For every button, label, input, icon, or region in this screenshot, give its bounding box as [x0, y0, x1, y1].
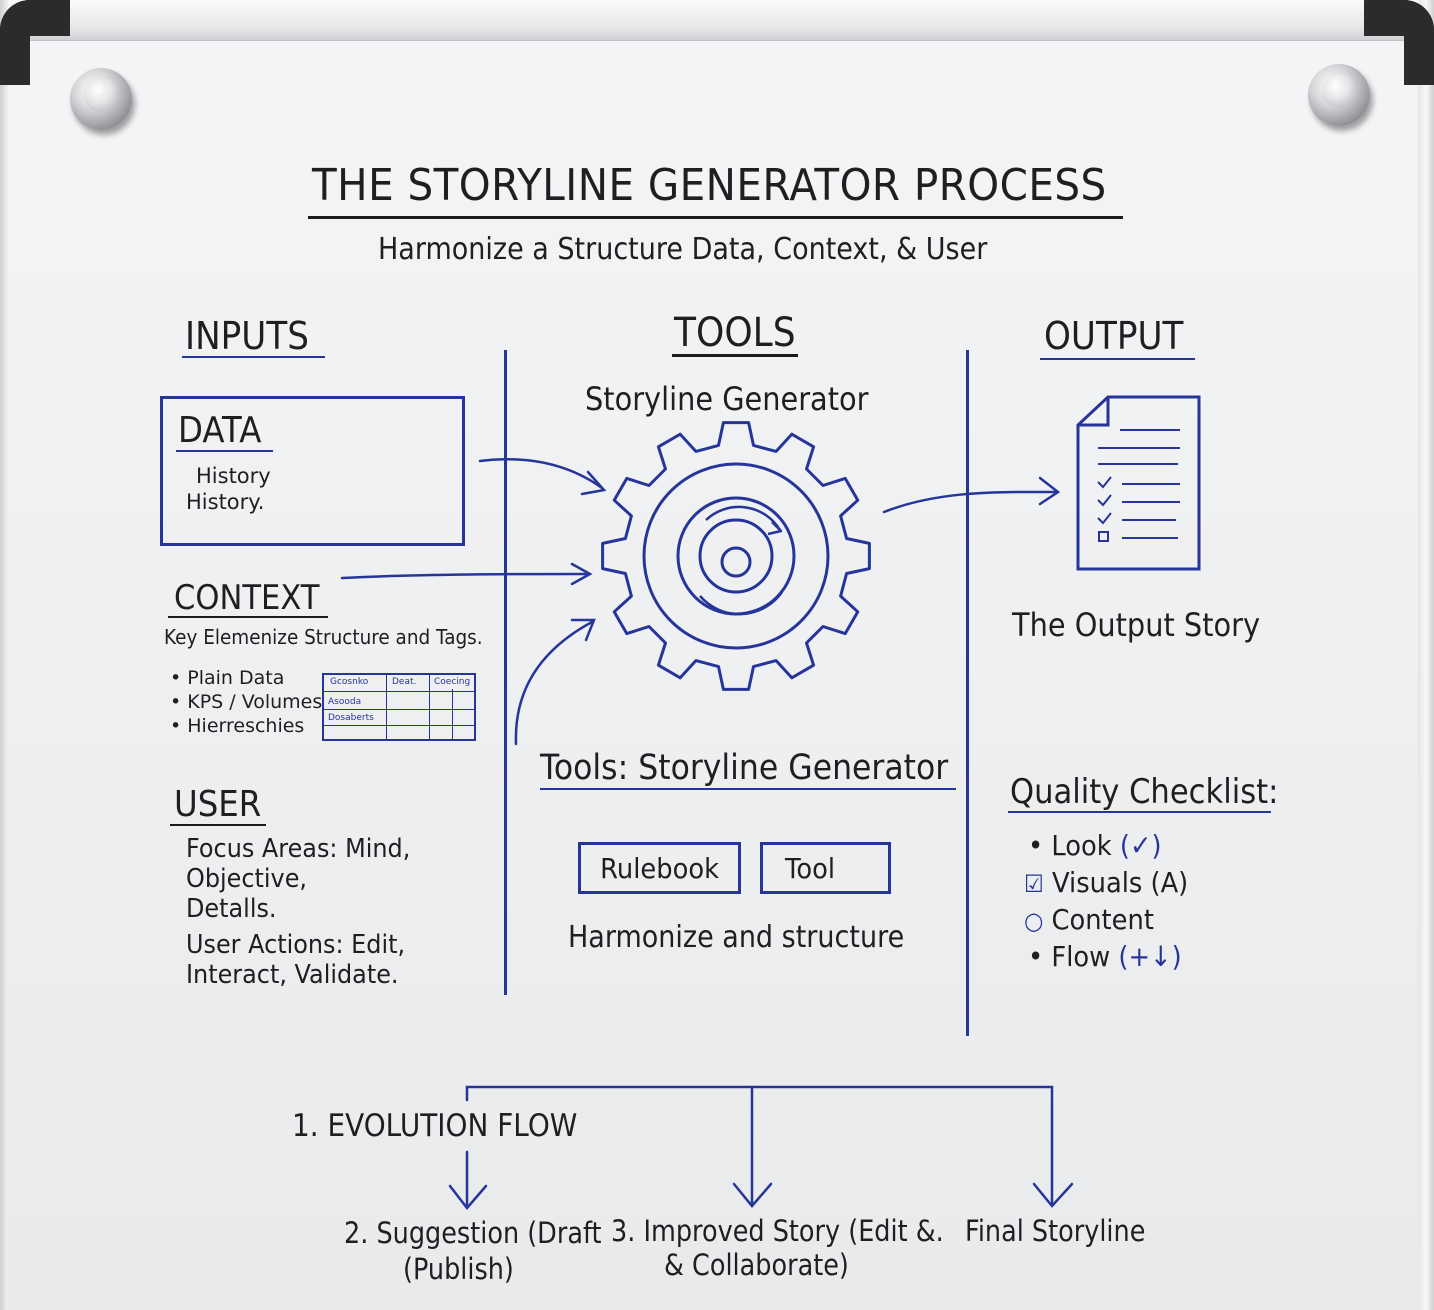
checklist-note-flow: (+↓): [1118, 940, 1182, 973]
mounting-peg-right: [1308, 64, 1370, 126]
data-line-2: History.: [186, 490, 265, 514]
tool-button[interactable]: Tool: [760, 842, 891, 894]
context-bullet-2-text: KPS / Volumes: [187, 691, 323, 713]
arrow-icon: [340, 458, 1061, 746]
mini-table-row-2: Dosaberts: [328, 713, 374, 723]
evolution-step3-line1: 3. Improved Story (Edit &.: [611, 1214, 944, 1248]
page-title: THE STORYLINE GENERATOR PROCESS: [312, 160, 1107, 211]
context-bullet-1: • Plain Data: [170, 667, 285, 689]
tools-label-top: Storyline Generator: [585, 380, 869, 418]
data-heading: DATA: [178, 410, 262, 451]
tools-label-bottom: Tools: Storyline Generator: [540, 748, 949, 788]
user-action-line-2: Interact, Validate.: [186, 960, 399, 990]
context-bullet-3-text: Hierreschies: [187, 715, 305, 737]
data-line-1: History: [196, 464, 271, 488]
tool-button-label: Tool: [785, 851, 836, 885]
mini-table-header-3: Coecing: [434, 677, 471, 687]
title-underline: [308, 216, 1123, 219]
checklist-title: Quality Checklist:: [1010, 772, 1279, 812]
output-heading: OUTPUT: [1044, 314, 1184, 358]
evolution-step2-line2: (Publish): [403, 1252, 514, 1286]
data-heading-underline: [176, 450, 273, 452]
checklist-marker-flow: •: [1028, 940, 1044, 973]
frame-corner-right: [1364, 0, 1434, 85]
divider-left: [504, 350, 507, 995]
circle-icon: ○: [1024, 907, 1044, 935]
checklist-title-underline: [1008, 811, 1271, 813]
data-box: [160, 396, 465, 546]
frame-corner-left: [0, 0, 70, 85]
evolution-step2-line1: 2. Suggestion (Draft: [344, 1216, 602, 1250]
user-action-line-1: User Actions: Edit,: [186, 930, 406, 960]
evolution-step3-line2: & Collaborate): [664, 1248, 849, 1282]
checklist-text-flow: Flow: [1051, 940, 1111, 973]
user-heading-underline: [170, 824, 266, 826]
user-focus-line-1: Focus Areas: Mind,: [186, 834, 411, 864]
checklist-item-flow: • Flow (+↓): [1028, 940, 1182, 973]
evolution-final: Final Storyline: [965, 1214, 1146, 1248]
output-heading-underline: [1040, 358, 1195, 360]
checklist-item-content: ○ Content: [1024, 903, 1154, 936]
checklist-marker-look: •: [1028, 829, 1044, 862]
tools-label-underline: [540, 788, 956, 790]
checklist-item-visuals: ☑ Visuals (A): [1024, 866, 1188, 899]
checklist-item-look: • Look (✓): [1028, 829, 1162, 862]
board-frame-top: [0, 0, 1434, 41]
mounting-peg-left: [70, 68, 132, 130]
board-frame-left: [0, 0, 8, 1310]
rulebook-button[interactable]: Rulebook: [578, 842, 741, 894]
context-heading: CONTEXT: [174, 578, 320, 618]
checklist-text-visuals: Visuals: [1051, 866, 1143, 899]
user-focus-line-2: Objective,: [186, 864, 308, 894]
evolution-heading: 1. EVOLUTION FLOW: [292, 1108, 578, 1144]
context-mini-table: Gcosnko Deat. Coecing Asooda Dosaberts: [322, 673, 476, 741]
divider-right: [966, 350, 969, 1036]
mini-table-header-1: Gcosnko: [330, 677, 369, 687]
user-focus-line-3: Detalls.: [186, 894, 277, 924]
rulebook-button-label: Rulebook: [600, 851, 719, 885]
board-frame-right: [1418, 0, 1434, 1310]
checklist-text-content: Content: [1051, 903, 1154, 936]
context-bullet-1-text: Plain Data: [187, 667, 285, 689]
document-icon: [1076, 395, 1201, 571]
checklist-note-visuals: (A): [1150, 866, 1189, 899]
arrow-down-icon: [1032, 1182, 1074, 1208]
context-description: Key Elemenize Structure and Tags.: [164, 625, 483, 649]
checklist-note-look: (✓): [1119, 829, 1162, 862]
tools-caption: Harmonize and structure: [568, 920, 905, 955]
inputs-heading: INPUTS: [185, 314, 309, 358]
page-subtitle: Harmonize a Structure Data, Context, & U…: [378, 232, 988, 267]
output-story-label: The Output Story: [1012, 606, 1260, 644]
gear-icon: [601, 421, 871, 691]
checklist-text-look: Look: [1051, 829, 1112, 862]
context-heading-underline: [168, 616, 328, 618]
context-bullet-2: • KPS / Volumes: [170, 691, 323, 713]
mini-table-row-1: Asooda: [328, 697, 362, 707]
evolution-flow-lines: [448, 1085, 1074, 1210]
user-heading: USER: [174, 784, 262, 825]
check-icon: ☑: [1024, 870, 1044, 898]
context-bullet-3: • Hierreschies: [170, 715, 305, 737]
mini-table-header-2: Deat.: [392, 677, 417, 687]
arrow-down-icon: [732, 1182, 773, 1208]
tools-heading-underline: [672, 354, 798, 357]
arrow-down-icon: [448, 1184, 488, 1210]
tools-heading: TOOLS: [674, 310, 796, 356]
inputs-heading-underline: [182, 356, 325, 358]
